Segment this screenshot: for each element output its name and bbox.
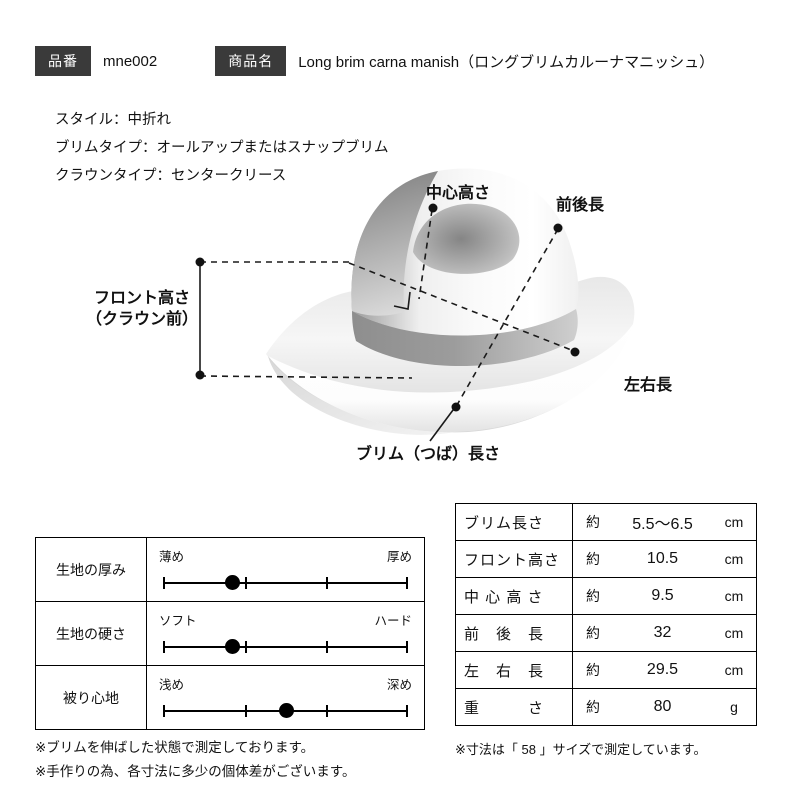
slider-tick — [406, 705, 408, 717]
spec-label: ブリム長さ — [455, 503, 573, 541]
label-front-height-line2: （クラウン前） — [85, 311, 198, 328]
table-row: 中 心 高 さ 約 9.5 cm — [455, 577, 757, 615]
spec-label: 重 さ — [455, 688, 573, 726]
slider-tick — [326, 577, 329, 589]
spec-unit: cm — [724, 662, 744, 678]
slider-dot — [224, 639, 240, 654]
product-name-tag: 商品名 — [215, 46, 287, 76]
note-size: ※寸法は「 58 」サイズで測定しています。 — [455, 742, 707, 757]
detail-lines: スタイル：中折れ ブリムタイプ：オールアップまたはスナップブリム クラウンタイプ… — [55, 106, 389, 190]
table-row: 生地の硬さ ソフト ハード — [35, 601, 425, 666]
slider-fit: 浅め 深め — [146, 665, 425, 730]
spec-unit: cm — [724, 625, 744, 641]
slider-tick — [163, 705, 165, 717]
spec-unit: g — [730, 699, 738, 715]
spec-unit: cm — [724, 551, 744, 567]
spec-value: 5.5～6.5 — [632, 516, 693, 533]
slider-tick — [406, 577, 408, 589]
spec-approx: 約 — [586, 662, 600, 678]
fabric-sliders-table: 生地の厚み 薄め 厚め 生地の硬さ ソフト ハード — [35, 537, 425, 730]
table-row: ブリム長さ 約 5.5～6.5 cm — [455, 503, 757, 541]
label-front-height-line1: フロント高さ — [93, 290, 190, 307]
label-front-height: フロント高さ （クラウン前） — [72, 288, 212, 330]
slider-tick — [163, 641, 165, 653]
slider-dot — [224, 575, 240, 590]
brim-type-line: ブリムタイプ：オールアップまたはスナップブリム — [55, 140, 389, 156]
spec-unit: cm — [724, 588, 744, 604]
note-measure: ※ブリムを伸ばした状態で測定しております。 — [35, 740, 315, 755]
product-name-value: Long brim carna manish（ロングブリムカルーナマニッシュ） — [298, 53, 715, 71]
spec-unit: cm — [724, 514, 744, 530]
measurement-lines — [199, 209, 575, 442]
slider-tick — [244, 641, 247, 653]
notes-left: ※ブリムを伸ばした状態で測定しております。 ※手作りの為、各寸法に多少の個体差が… — [35, 736, 355, 784]
spec-value: 29.5 — [646, 661, 679, 678]
spec-value: 80 — [653, 698, 672, 715]
spec-approx: 約 — [586, 588, 600, 604]
slider-label: 被り心地 — [35, 665, 147, 730]
slider-rail — [163, 582, 408, 584]
spec-label: 前 後 長 — [455, 614, 573, 652]
table-row: 重 さ 約 80 g — [455, 688, 757, 726]
slider-tick — [244, 577, 247, 589]
label-brim-length: ブリム（つば）長さ — [356, 446, 501, 463]
slider-label: 生地の硬さ — [35, 601, 147, 666]
slider-hardness: ソフト ハード — [146, 601, 425, 666]
spec-approx: 約 — [586, 551, 600, 567]
slider-track — [163, 575, 408, 591]
slider-rail — [163, 646, 408, 648]
item-number-value: mne002 — [103, 52, 158, 70]
slider-max-label: ハード — [374, 614, 412, 628]
label-center-height: 中心高さ — [426, 185, 491, 202]
slider-track — [163, 703, 408, 719]
spec-label: 中 心 高 さ — [455, 577, 573, 615]
slider-track — [163, 639, 408, 655]
measurement-dots — [195, 203, 580, 412]
table-row: 被り心地 浅め 深め — [35, 665, 425, 730]
spec-value: 10.5 — [646, 550, 679, 567]
table-row: 前 後 長 約 32 cm — [455, 614, 757, 652]
slider-tick — [326, 705, 329, 717]
spec-label: 左 右 長 — [455, 651, 573, 689]
slider-tick — [326, 641, 329, 653]
spec-value: 32 — [653, 624, 672, 641]
slider-dot — [278, 703, 294, 718]
style-line: スタイル：中折れ — [55, 112, 171, 128]
spec-approx: 約 — [586, 514, 600, 530]
table-row: 生地の厚み 薄め 厚め — [35, 537, 425, 602]
slider-tick — [244, 705, 247, 717]
slider-min-label: ソフト — [159, 614, 197, 628]
spec-label: フロント高さ — [455, 540, 573, 578]
slider-max-label: 深め — [386, 678, 412, 692]
spec-approx: 約 — [586, 699, 600, 715]
label-front-back-length: 前後長 — [556, 197, 605, 214]
spec-table: ブリム長さ 約 5.5～6.5 cm フロント高さ 約 10.5 cm 中 心 … — [455, 503, 757, 726]
spec-approx: 約 — [586, 625, 600, 641]
slider-min-label: 浅め — [159, 678, 185, 692]
table-row: 左 右 長 約 29.5 cm — [455, 651, 757, 689]
slider-min-label: 薄め — [159, 550, 185, 564]
slider-label: 生地の厚み — [35, 537, 147, 602]
slider-thickness: 薄め 厚め — [146, 537, 425, 602]
header: 品番 mne002 商品名 Long brim carna manish（ロング… — [35, 46, 714, 76]
crown-type-line: クラウンタイプ：センタークリース — [55, 168, 287, 184]
slider-max-label: 厚め — [386, 550, 412, 564]
spec-value: 9.5 — [651, 587, 674, 604]
item-number-tag: 品番 — [35, 46, 91, 76]
table-row: フロント高さ 約 10.5 cm — [455, 540, 757, 578]
slider-tick — [406, 641, 408, 653]
note-handmade: ※手作りの為、各寸法に多少の個体差がございます。 — [35, 764, 356, 779]
slider-tick — [163, 577, 165, 589]
label-left-right-length: 左右長 — [624, 377, 673, 394]
